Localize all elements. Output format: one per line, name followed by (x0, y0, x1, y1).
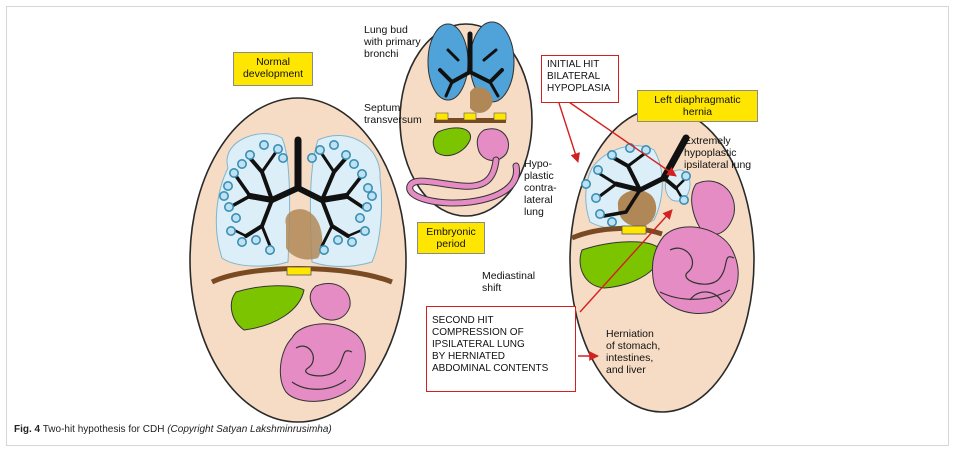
figure-caption: Fig. 4 Two-hit hypothesis for CDH (Copyr… (14, 424, 332, 435)
normal-development-label: Normal development (233, 52, 313, 86)
herniation-label: Herniation of stomach, intestines, and l… (606, 328, 686, 376)
caption-fig-number: Fig. 4 (14, 424, 40, 435)
mediastinal-shift-label: Mediastinal shift (482, 270, 552, 294)
normal-body (190, 98, 406, 422)
septum-transversum-label: Septum transversum (364, 102, 444, 126)
second-hit-box: SECOND HIT COMPRESSION OF IPSILATERAL LU… (426, 306, 576, 392)
caption-copyright: (Copyright Satyan Lakshminrusimha) (167, 424, 332, 435)
hypoplastic-contralateral-label: Hypo- plastic contra- lateral lung (524, 158, 574, 218)
left-diaphragmatic-hernia-label: Left diaphragmatic hernia (637, 90, 758, 122)
extremely-hypoplastic-label: Extremely hypoplastic ipsilateral lung (684, 135, 779, 171)
initial-hit-box: INITIAL HIT BILATERAL HYPOPLASIA (541, 55, 619, 103)
normal-septum (287, 267, 311, 275)
cdh-herniated-intestines (652, 227, 738, 314)
embryonic-period-label: Embryonic period (417, 222, 485, 254)
embryo-stomach (477, 129, 508, 161)
caption-text: Two-hit hypothesis for CDH (40, 424, 167, 435)
lung-bud-label: Lung bud with primary bronchi (364, 24, 444, 60)
cdh-septum (622, 226, 646, 234)
arrow-initial-to-contralateral (558, 100, 578, 162)
